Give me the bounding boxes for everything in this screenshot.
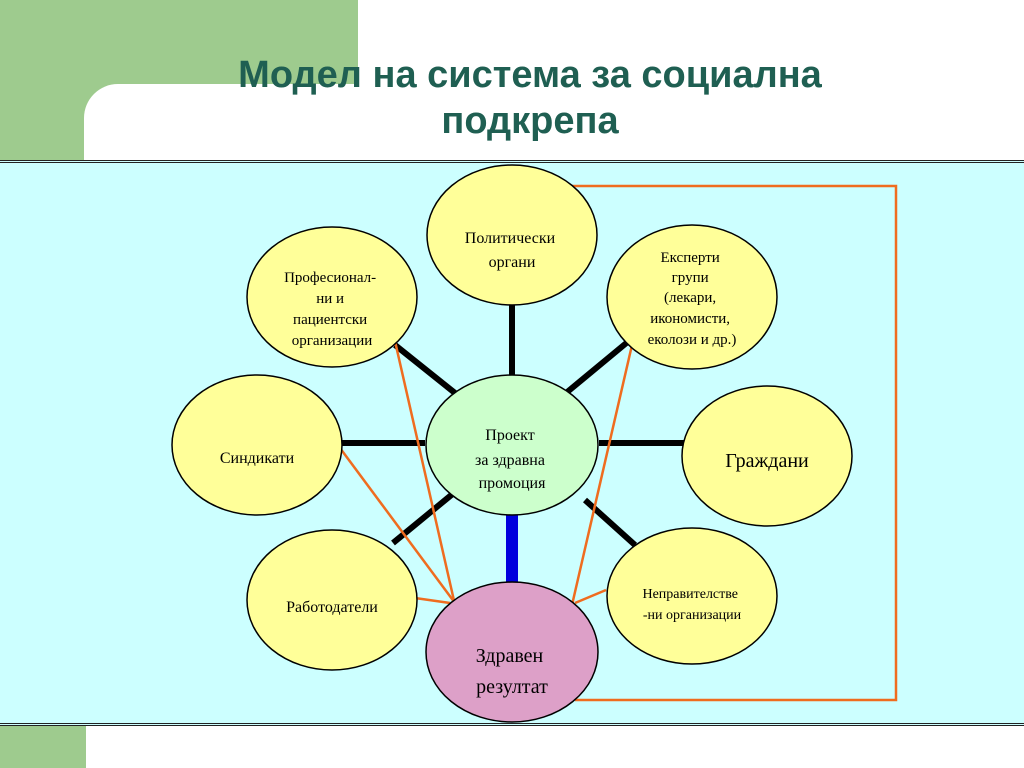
- node-result: Здравен резултат: [425, 581, 599, 723]
- node-experts-shape: [606, 224, 778, 370]
- result-link-employers: [414, 596, 451, 605]
- node-political-line-2: органи: [489, 254, 536, 271]
- svg-text:Синдикати: Синдикати: [220, 450, 295, 467]
- svg-text:Граждани: Граждани: [725, 450, 809, 472]
- result-links: [338, 327, 634, 606]
- node-citizens-shape: [681, 385, 853, 527]
- node-employers-shape: [246, 529, 418, 671]
- node-center: Проект за здравна промоция: [425, 374, 599, 516]
- node-center-line-3: промоция: [479, 475, 547, 492]
- node-center-line-2: за здравна: [475, 452, 545, 469]
- svg-text:Неправителстве -ни орган: Неправителстве -ни организации: [642, 587, 741, 623]
- node-professional-line-1: Професионал-: [284, 270, 376, 286]
- result-link-ngo: [574, 588, 607, 605]
- node-ngo-shape: [606, 527, 778, 665]
- svg-text:Професионал- ни и: Професионал- ни и пациентски организации: [284, 270, 380, 349]
- node-professional-line-2: ни и: [316, 291, 344, 307]
- node-professional: Професионал- ни и пациентски организации: [246, 226, 418, 368]
- node-professional-shape: [246, 226, 418, 368]
- node-ngo: Неправителстве -ни организации: [606, 527, 778, 665]
- result-link-experts: [570, 344, 634, 606]
- node-political: Политически органи: [426, 164, 598, 306]
- node-center-shape: [425, 374, 599, 516]
- connector-ngo: [582, 497, 638, 548]
- svg-text:Политически органи: Политически органи: [465, 230, 559, 271]
- feedback-loop-line: [572, 184, 898, 702]
- result-link-unions: [338, 447, 457, 604]
- slide-title-line-2: подкрепа: [441, 100, 619, 142]
- node-result-line-2: резултат: [476, 676, 548, 698]
- decorative-green-block-bottom: [0, 724, 86, 768]
- node-experts-line-4: икономисти,: [650, 311, 730, 327]
- result-link-professional: [390, 327, 457, 606]
- node-experts-line-2: групи: [672, 270, 709, 286]
- slide-title: Модел на система за социална подкрепа: [130, 52, 930, 144]
- node-experts-line-1: Експерти: [660, 250, 719, 266]
- node-result-shape: [425, 581, 599, 723]
- node-unions: Синдикати: [171, 374, 343, 516]
- node-professional-line-4: организации: [292, 333, 373, 349]
- node-professional-line-3: пациентски: [293, 312, 367, 328]
- node-ngo-line-1: Неправителстве: [642, 587, 738, 602]
- node-political-shape: [426, 164, 598, 306]
- node-experts-line-3: (лекари,: [664, 290, 716, 306]
- node-citizens: Граждани: [681, 385, 853, 527]
- connector-professional: [393, 342, 457, 396]
- node-experts: Експерти групи (лекари, икономисти, екол…: [606, 224, 778, 370]
- node-experts-line-5: еколози и др.): [648, 332, 737, 348]
- node-center-line-1: Проект: [485, 427, 534, 444]
- connector-experts: [564, 337, 632, 396]
- svg-text:Здравен резултат: Здравен резултат: [476, 645, 548, 698]
- svg-text:Работодатели: Работодатели: [286, 599, 378, 616]
- node-result-line-1: Здравен: [476, 645, 544, 667]
- node-political-line-1: Политически: [465, 230, 556, 247]
- decorative-white-corner: [84, 84, 1024, 174]
- slide-title-line-1: Модел на система за социална: [238, 54, 822, 96]
- node-unions-line-1: Синдикати: [220, 450, 295, 467]
- node-employers-line-1: Работодатели: [286, 599, 378, 616]
- svg-text:Проект за здравна: Проект за здравна промоция: [475, 427, 549, 492]
- connector-employers: [391, 489, 457, 546]
- node-unions-shape: [171, 374, 343, 516]
- node-ngo-line-2: -ни организации: [643, 608, 742, 623]
- node-employers: Работодатели: [246, 529, 418, 671]
- svg-text:Експерти групи (ле: Експерти групи (лекари, икономисти, екол…: [648, 250, 737, 348]
- node-citizens-line-1: Граждани: [725, 450, 809, 472]
